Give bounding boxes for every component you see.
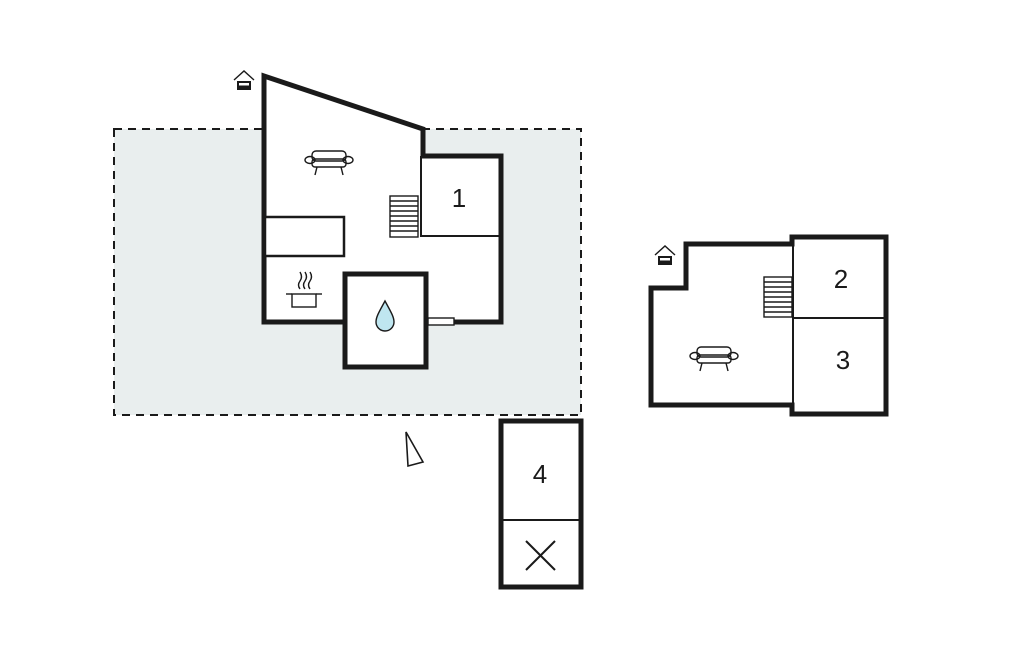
- room-1-label: 1: [452, 183, 466, 213]
- annex: 4: [498, 418, 584, 590]
- room-1-walls: [420, 156, 501, 237]
- stairs-icon: [763, 276, 793, 318]
- upper-floor-walls: [648, 234, 889, 417]
- north-arrow-icon: [405, 431, 425, 468]
- door-icon: [427, 317, 455, 326]
- sofa-icon: [689, 346, 739, 372]
- cooking-pot-icon: [286, 271, 322, 308]
- cross-icon: [525, 540, 556, 571]
- room-2-label: 2: [834, 264, 848, 294]
- upper-floor: 2 3: [648, 234, 889, 417]
- water-drop-icon: [375, 299, 395, 332]
- room-4-label: 4: [533, 459, 547, 489]
- entrance-icon: [654, 245, 676, 265]
- kitchen-counter: [263, 215, 346, 258]
- sofa-icon: [304, 150, 354, 176]
- bathroom-walls: [342, 271, 429, 322]
- entrance-icon: [233, 70, 255, 90]
- ground-floor: 1: [233, 70, 504, 370]
- annex-walls: [498, 418, 584, 590]
- stairs-icon: [389, 195, 419, 238]
- room-3-label: 3: [836, 345, 850, 375]
